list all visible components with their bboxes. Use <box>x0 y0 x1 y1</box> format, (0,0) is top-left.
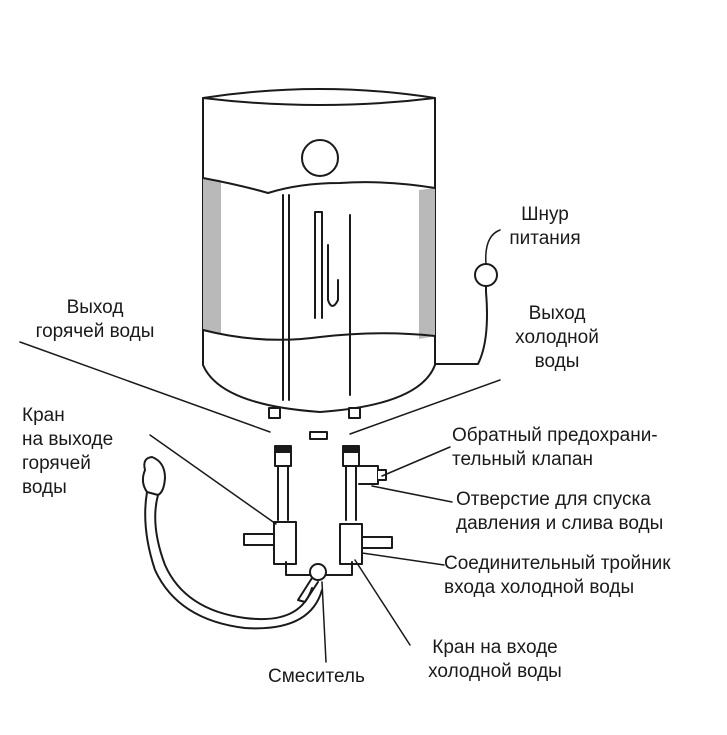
label-cold-inlet-valve: Кран на входе холодной воды <box>428 637 562 682</box>
hot-inner-pipe <box>282 194 290 401</box>
tank-body <box>202 88 436 413</box>
tank-left-window <box>203 178 221 334</box>
cold-valve-handle <box>361 536 393 549</box>
leader-hot-valve <box>149 434 277 525</box>
hot-valve-body <box>273 521 297 565</box>
hot-pipe-down <box>277 465 289 521</box>
tank-cap <box>202 97 436 106</box>
leader-mixer <box>321 581 327 663</box>
hot-valve-handle <box>243 533 275 546</box>
leader-tee <box>361 552 445 566</box>
leader-hot-outlet <box>19 341 271 433</box>
cold-valve-body <box>339 523 363 565</box>
leader-cold-outlet <box>349 379 501 435</box>
thermostat-dial <box>301 139 339 177</box>
power-cord <box>434 291 488 365</box>
hot-fitting-nut <box>275 446 291 453</box>
leader-power-cord <box>485 229 501 265</box>
mount-left <box>268 407 281 419</box>
cold-pipe-down <box>345 465 357 521</box>
shower-hose-inner <box>144 491 323 630</box>
tank-right-window <box>419 188 435 339</box>
label-power-cord: Шнур питания <box>509 204 581 249</box>
label-drain-hole: Отверстие для спуска давления и слива во… <box>456 489 664 534</box>
heating-element <box>314 211 323 319</box>
mount-center <box>309 431 328 440</box>
label-cold-outlet: Выход холодной воды <box>515 303 599 372</box>
mount-right <box>348 407 361 419</box>
cold-fitting-nut <box>343 446 359 453</box>
heating-element-loop <box>327 244 339 307</box>
tank-cutaway-top <box>202 177 436 194</box>
power-plug <box>474 263 498 287</box>
shower-head <box>141 456 166 496</box>
label-hot-valve: Кран на выходе горячей воды <box>22 405 114 498</box>
leader-check-valve <box>381 446 451 477</box>
leader-cold-inlet-valve <box>354 559 411 646</box>
tank-cutaway-bottom <box>202 329 436 341</box>
label-hot-outlet: Выход горячей воды <box>35 297 155 342</box>
shower-hose <box>154 494 313 621</box>
label-mixer: Смеситель <box>268 666 365 687</box>
label-tee: Соединительный тройник входа холодной во… <box>444 553 671 598</box>
mixer-knob <box>309 563 327 581</box>
check-valve-body <box>358 465 379 485</box>
leader-drain-hole <box>371 485 453 503</box>
label-check-valve: Обратный предохрани- тельный клапан <box>452 425 658 470</box>
